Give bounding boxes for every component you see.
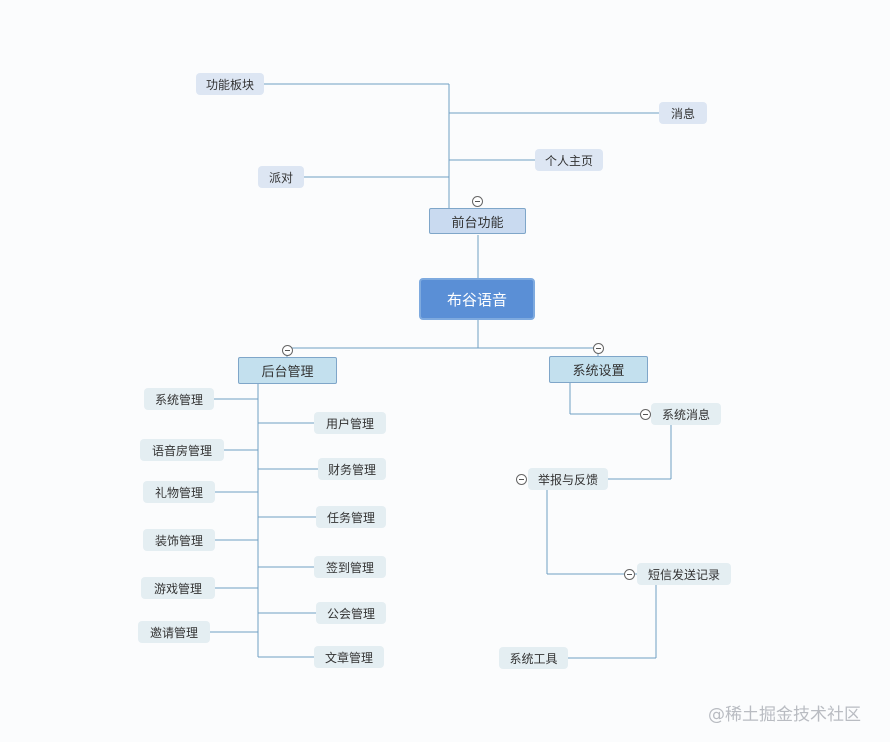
node-system-management[interactable]: 系统管理 (144, 388, 214, 410)
node-invite-management[interactable]: 邀请管理 (138, 621, 210, 643)
node-report-feedback[interactable]: 举报与反馈 (528, 468, 608, 490)
node-backend-management[interactable]: 后台管理 (238, 357, 337, 384)
node-front-features[interactable]: 前台功能 (429, 208, 526, 234)
node-game-management[interactable]: 游戏管理 (141, 577, 215, 599)
watermark: @稀土掘金技术社区 (708, 705, 861, 725)
collapse-icon-sms-records[interactable] (624, 569, 635, 580)
node-finance-management[interactable]: 财务管理 (318, 458, 386, 480)
node-messages[interactable]: 消息 (659, 102, 707, 124)
node-article-management[interactable]: 文章管理 (314, 646, 384, 668)
node-modules[interactable]: 功能板块 (196, 73, 264, 95)
node-party[interactable]: 派对 (258, 166, 304, 188)
node-checkin-management[interactable]: 签到管理 (314, 556, 386, 578)
node-user-management[interactable]: 用户管理 (314, 412, 386, 434)
node-sms-records[interactable]: 短信发送记录 (637, 563, 731, 585)
node-system-settings[interactable]: 系统设置 (549, 356, 648, 383)
node-voice-room-management[interactable]: 语音房管理 (140, 439, 224, 461)
node-gift-management[interactable]: 礼物管理 (143, 481, 215, 503)
node-guild-management[interactable]: 公会管理 (316, 602, 386, 624)
node-system-tools[interactable]: 系统工具 (499, 647, 568, 669)
collapse-icon-report-feedback[interactable] (516, 474, 527, 485)
node-task-management[interactable]: 任务管理 (316, 506, 386, 528)
node-system-messages[interactable]: 系统消息 (651, 403, 721, 425)
collapse-icon-front[interactable] (472, 196, 483, 207)
collapse-icon-backend[interactable] (282, 345, 293, 356)
node-profile[interactable]: 个人主页 (535, 149, 603, 171)
node-decoration-management[interactable]: 装饰管理 (143, 529, 215, 551)
collapse-icon-settings[interactable] (593, 343, 604, 354)
root-node[interactable]: 布谷语音 (419, 278, 535, 320)
collapse-icon-system-messages[interactable] (640, 409, 651, 420)
